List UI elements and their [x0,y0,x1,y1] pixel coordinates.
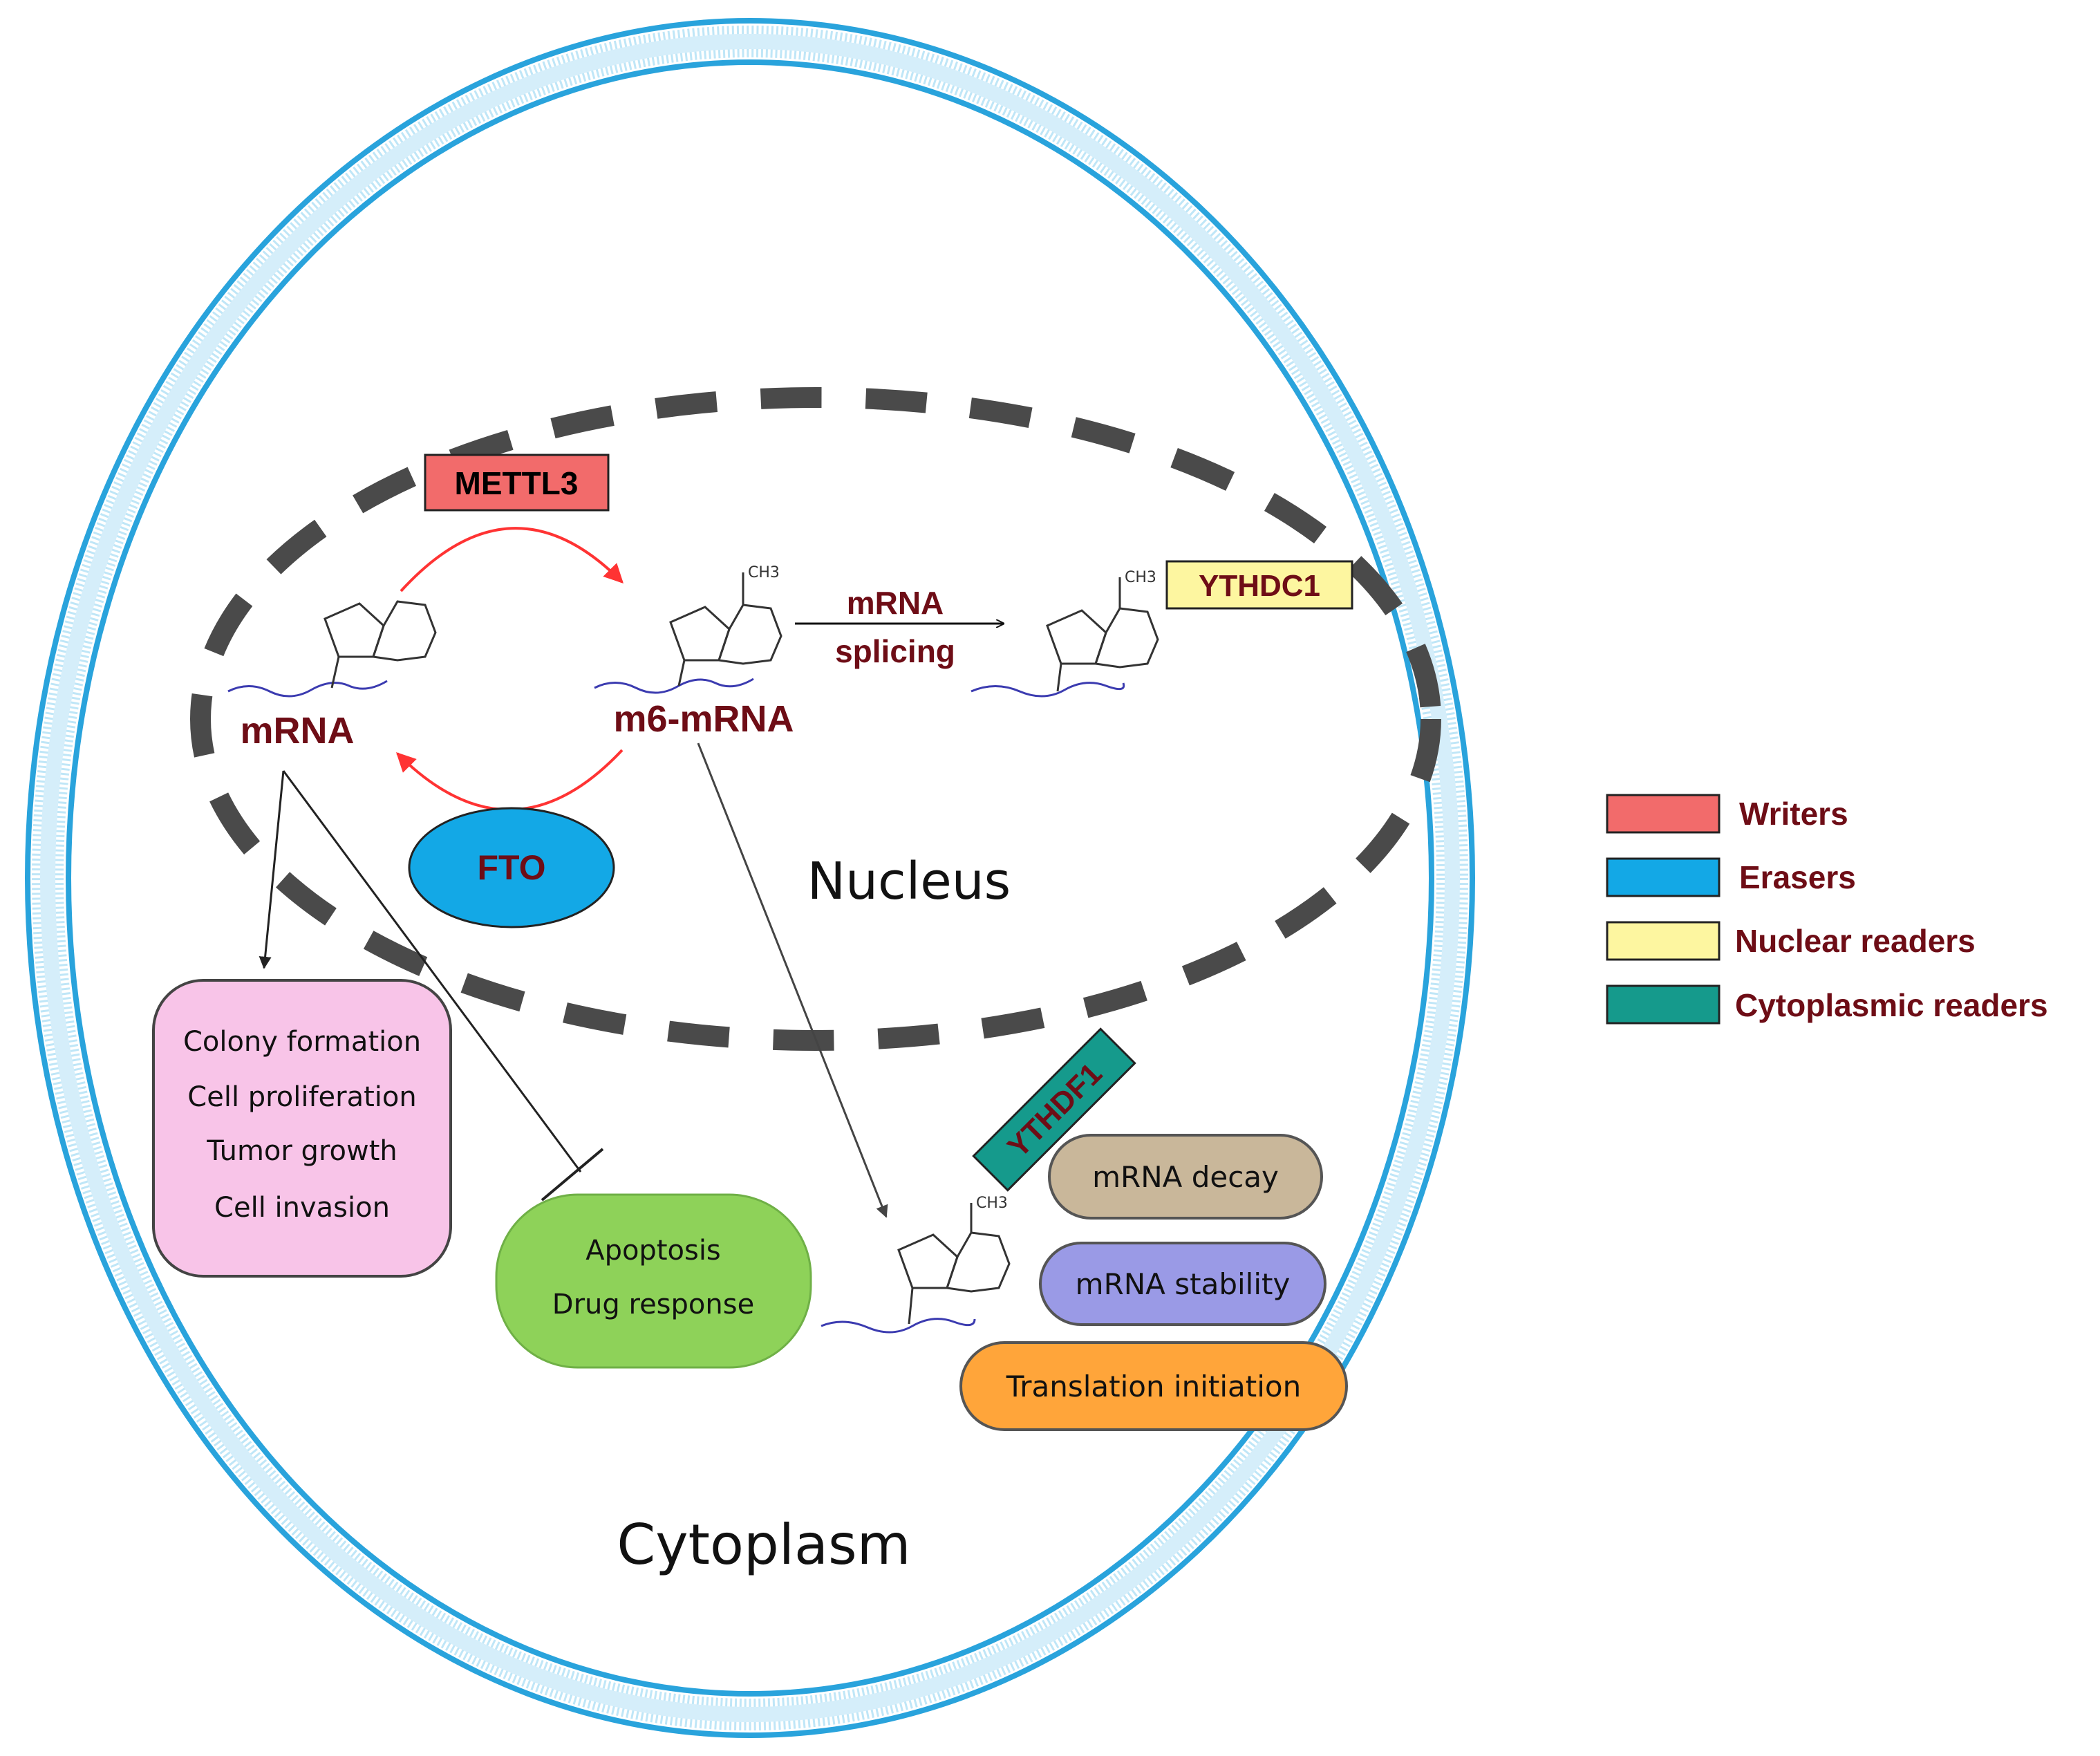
mrna-molecule: mRNA [227,600,437,751]
phenotype-item: Cell invasion [214,1192,390,1224]
cell-membrane [25,18,1475,1738]
legend-label: Nuclear readers [1735,923,1976,959]
splicing-label-line2: splicing [835,633,955,669]
cytoplasm-label: Cytoplasm [617,1513,910,1577]
apoptosis-item: Drug response [552,1289,754,1320]
m6-mrna-to-cytoplasm-arrow [697,742,888,1218]
cytoplasmic-m6-mrna-molecule: CH3 [821,1195,1011,1334]
nucleus-envelope [190,387,1441,1051]
ch3-label-spliced: CH3 [1125,569,1156,586]
eraser-cycle-arrow [396,749,624,812]
mettl3-writer: METTL3 [424,454,610,512]
legend-item-nuclear-readers: Nuclear readers [1606,921,1976,961]
mrna-label: mRNA [240,710,354,751]
legend: Writers Erasers Nuclear readers Cytoplas… [1606,794,2048,1025]
legend-item-cytoplasmic-readers: Cytoplasmic readers [1606,984,2048,1025]
ythdc1-nuclear-reader: YTHDC1 [1165,560,1353,610]
legend-swatch [1606,984,1721,1025]
legend-item-writers: Writers [1606,794,1848,834]
ch3-label-cytoplasm: CH3 [976,1195,1008,1212]
mrna-inhibits-apoptosis [282,770,604,1202]
phenotype-item: Colony formation [183,1026,421,1058]
m6-mrna-molecule: CH3 m6-mRNA [594,564,794,740]
mrna-decay-label: mRNA decay [1092,1160,1279,1194]
apoptosis-box: Apoptosis Drug response [495,1193,812,1369]
legend-label: Writers [1739,796,1848,832]
translation-initiation-label: Translation initiation [1006,1370,1301,1403]
ch3-label-nucleus: CH3 [748,564,780,581]
legend-swatch [1606,921,1721,961]
nucleus-label: Nucleus [807,852,1011,911]
ythdc1-label: YTHDC1 [1199,569,1320,603]
mrna-to-phenotype-arrow [259,770,285,969]
apoptosis-item: Apoptosis [585,1235,721,1267]
mrna-stability-box: mRNA stability [1039,1242,1326,1326]
phenotype-box: Colony formation Cell proliferation Tumo… [152,979,452,1278]
translation-initiation-box: Translation initiation [959,1341,1348,1431]
mettl3-label: METTL3 [455,465,579,501]
spliced-m6-mrna-molecule: CH3 [971,569,1159,698]
phenotype-item: Cell proliferation [187,1081,416,1113]
mrna-stability-label: mRNA stability [1076,1267,1291,1301]
legend-swatch [1606,794,1721,834]
legend-label: Cytoplasmic readers [1735,987,2048,1023]
writer-cycle-arrow [400,527,624,592]
legend-item-erasers: Erasers [1606,857,1856,897]
m6-mrna-label: m6-mRNA [613,698,794,740]
legend-label: Erasers [1739,859,1856,895]
mrna-decay-box: mRNA decay [1048,1134,1323,1220]
legend-swatch [1606,857,1721,897]
splicing-label-line1: mRNA [847,585,944,621]
phenotype-item: Tumor growth [206,1135,397,1167]
fto-eraser: FTO [408,807,615,928]
fto-label: FTO [477,848,545,887]
